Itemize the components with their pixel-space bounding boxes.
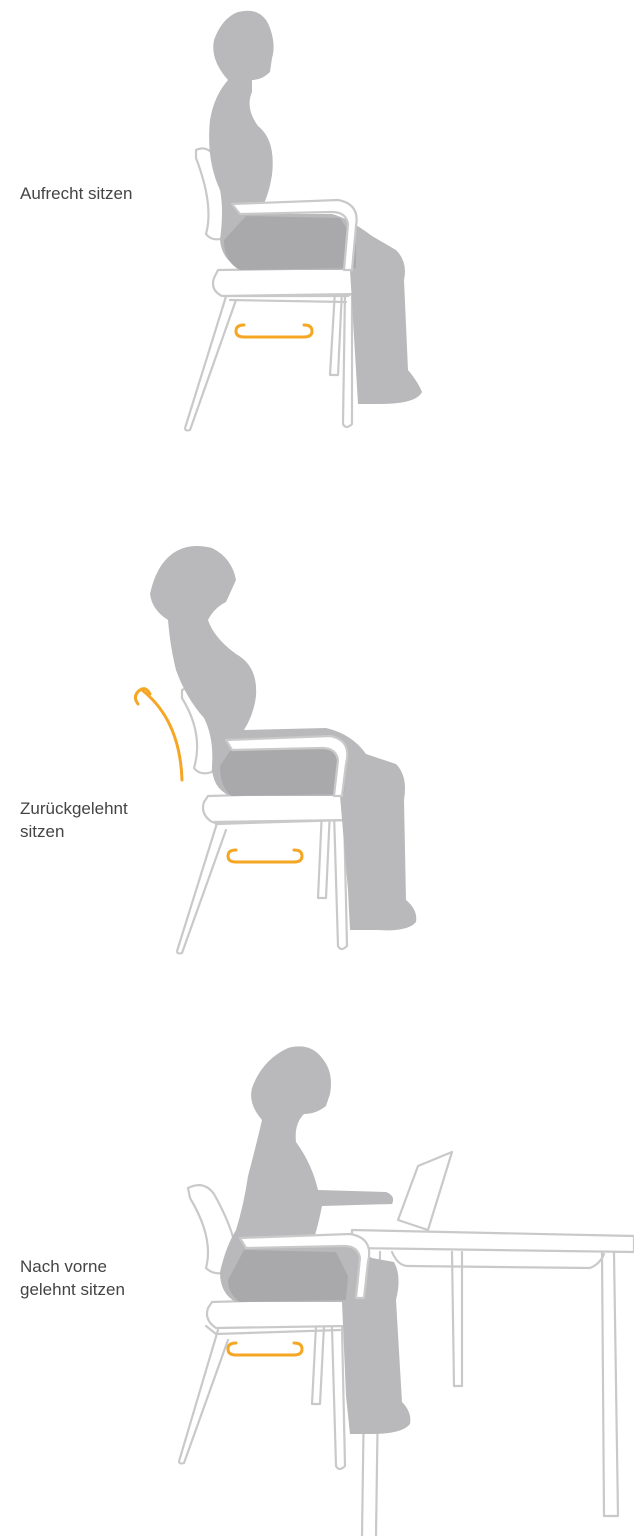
posture-upright-panel: Aufrecht sitzen: [0, 0, 634, 470]
laptop-icon: [398, 1152, 452, 1230]
upright-sitting-illustration: [0, 0, 634, 470]
seat-slide-arrow-icon: [236, 325, 312, 337]
seat-slide-arrow-icon: [228, 1343, 302, 1355]
recline-arrow-icon: [135, 689, 182, 780]
seat-slide-arrow-icon: [228, 850, 302, 862]
reclined-sitting-illustration: [0, 470, 634, 990]
posture-reclined-panel: Zurückgelehnt sitzen: [0, 470, 634, 990]
forward-leaning-sitting-illustration: [0, 990, 634, 1536]
posture-forward-panel: Nach vorne gelehnt sitzen: [0, 990, 634, 1536]
